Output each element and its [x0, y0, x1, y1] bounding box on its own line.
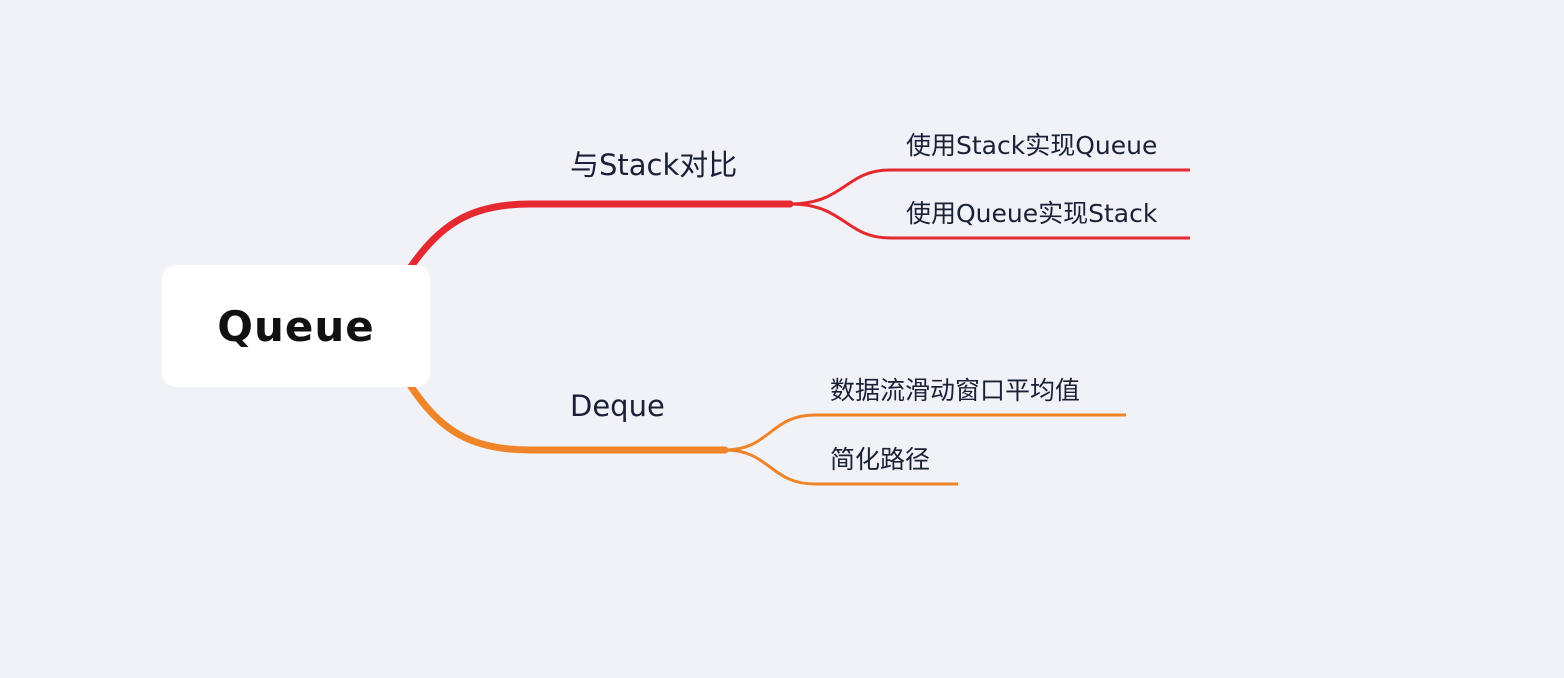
leaf-label-stack-to-queue[interactable]: 使用Stack实现Queue	[906, 131, 1158, 160]
connector-stack-compare-to-leaf-2	[789, 202, 1190, 240]
branch-label-deque[interactable]: Deque	[570, 389, 665, 423]
connector-deque-to-leaf-2	[724, 448, 958, 486]
connector-stack-compare-to-leaf-1	[789, 168, 1190, 206]
leaf-label-queue-to-stack[interactable]: 使用Queue实现Stack	[906, 199, 1158, 228]
leaf-label-sliding-window-average[interactable]: 数据流滑动窗口平均值	[830, 376, 1081, 405]
connector-root-to-deque	[406, 381, 729, 454]
leaf-label-simplify-path[interactable]: 简化路径	[830, 445, 931, 474]
root-label: Queue	[217, 301, 375, 351]
connector-root-to-stack-compare	[406, 200, 794, 272]
root-node[interactable]: Queue	[162, 265, 430, 387]
branch-label-stack-compare[interactable]: 与Stack对比	[570, 148, 738, 182]
connector-deque-to-leaf-1	[724, 413, 1126, 452]
